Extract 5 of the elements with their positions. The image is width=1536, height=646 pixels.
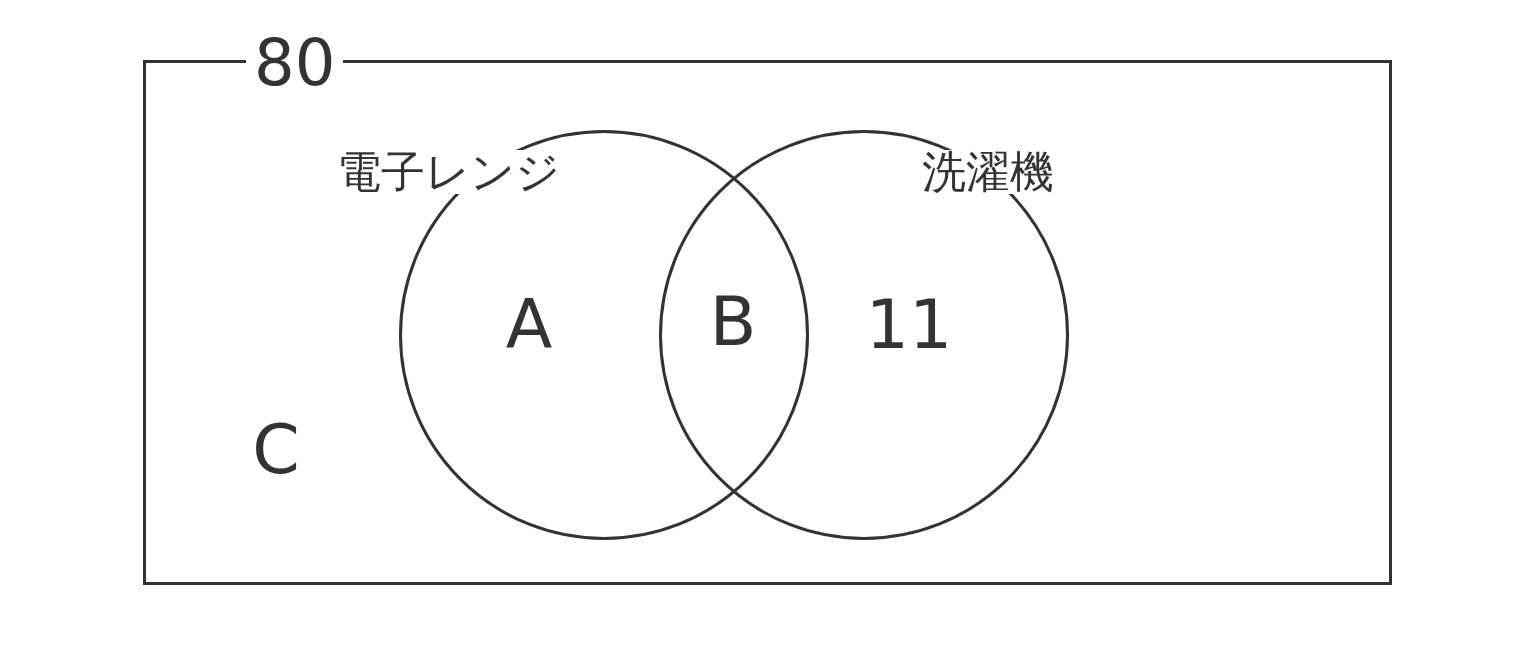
- set-circle: [659, 130, 1069, 540]
- region-letter: B: [708, 288, 758, 356]
- region-letter: A: [504, 291, 554, 359]
- region-letter: C: [251, 416, 301, 484]
- region-count: 11: [864, 291, 954, 359]
